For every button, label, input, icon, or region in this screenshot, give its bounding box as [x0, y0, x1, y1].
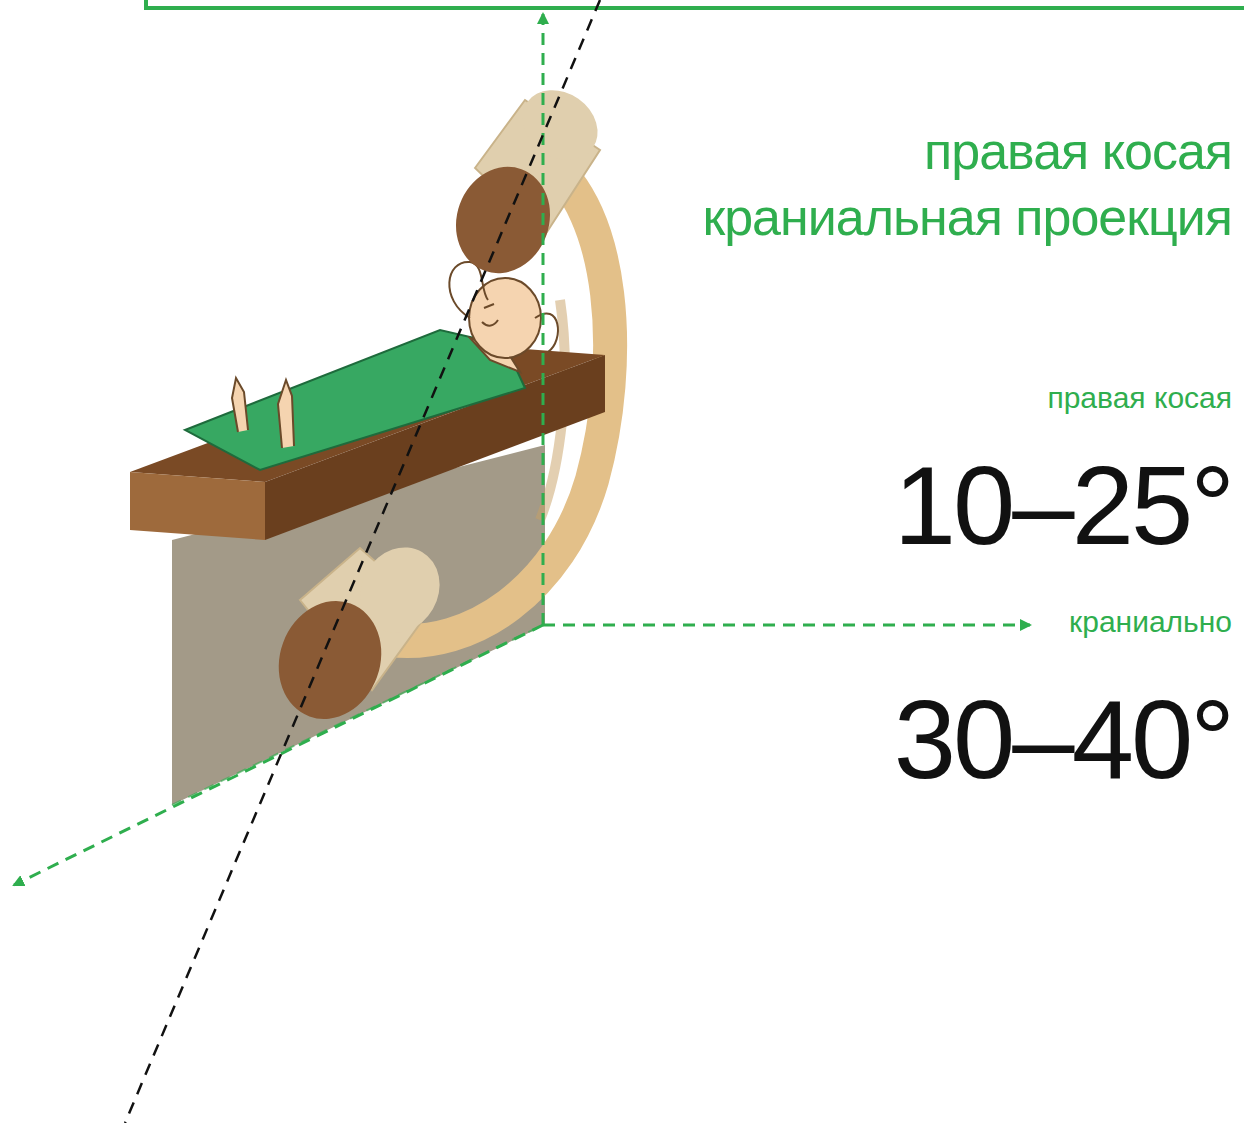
patient-face [482, 304, 498, 326]
lateral-axis [14, 625, 543, 885]
x-ray-tube [262, 533, 454, 734]
angle-label: правая косая [1047, 380, 1232, 416]
angle-label: краниально [1069, 604, 1232, 640]
patient-sheet [185, 330, 525, 470]
pedestal-edge [172, 625, 543, 805]
vertical-axis [542, 14, 545, 625]
table-front [130, 472, 265, 540]
beam-axis [125, 0, 600, 1123]
angle-value: 30–40° [894, 680, 1232, 800]
detector [441, 76, 611, 287]
cranial-axis [543, 624, 1030, 627]
patient-foot [278, 380, 294, 448]
projection-title: правая косая краниальная проекция [632, 118, 1232, 250]
frame-line [146, 0, 1244, 8]
patient-arm [535, 313, 558, 352]
angle-value: 10–25° [894, 446, 1232, 566]
patient-foot [232, 378, 248, 432]
patient-head [469, 278, 541, 358]
